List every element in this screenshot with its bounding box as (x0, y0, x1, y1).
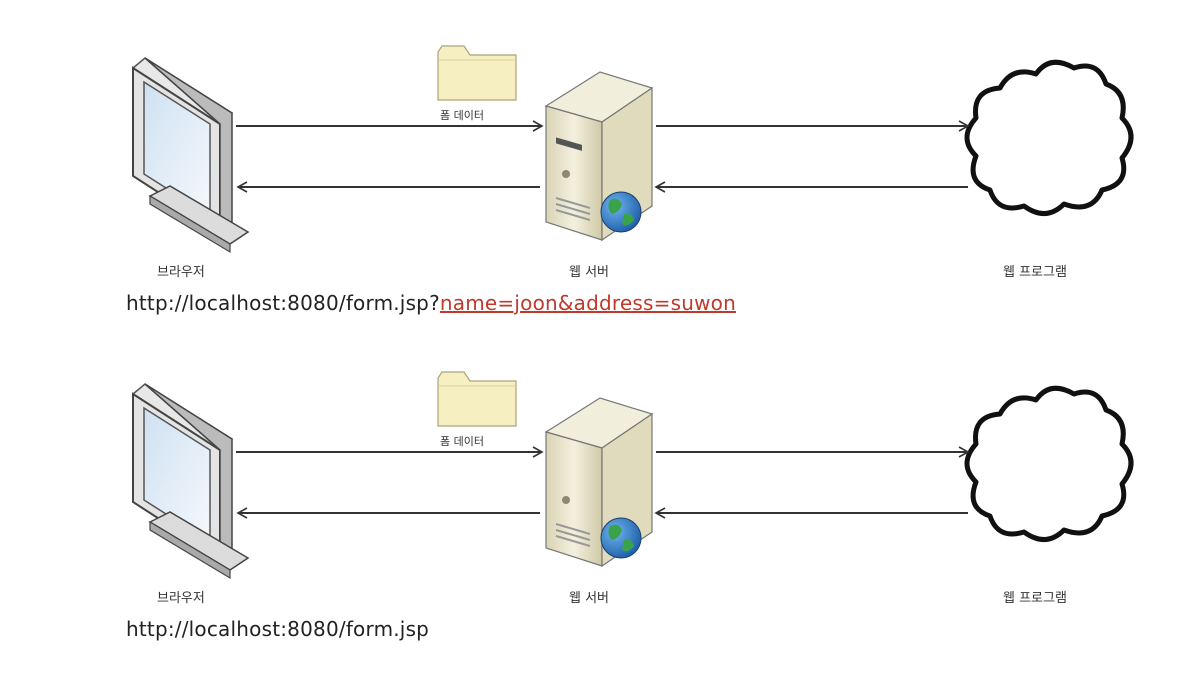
server-icon (544, 71, 654, 242)
globe-icon (600, 517, 642, 559)
post-request-panel: 폼 데이터 브라우저 웹 서버 웹 프로그램 http://localhost:… (0, 326, 1196, 663)
form-data-label: 폼 데이터 (440, 109, 484, 122)
request-arrows (236, 120, 970, 193)
folder-icon (437, 371, 517, 427)
url-base: http://localhost:8080/form.jsp? (126, 291, 440, 315)
folder-icon (437, 45, 517, 101)
web-program-label: 웹 프로그램 (1003, 265, 1067, 280)
web-server-label: 웹 서버 (569, 591, 610, 606)
post-url: http://localhost:8080/form.jsp (126, 617, 429, 641)
monitor-icon (131, 383, 250, 580)
web-program-label: 웹 프로그램 (1003, 591, 1067, 606)
get-diagram-graphic (131, 45, 1134, 254)
post-diagram-graphic (131, 371, 1134, 580)
monitor-icon (131, 57, 250, 254)
form-data-label: 폼 데이터 (440, 435, 484, 448)
browser-label: 브라우저 (157, 591, 205, 606)
request-arrows (236, 446, 970, 519)
get-request-panel: 폼 데이터 브라우저 웹 서버 웹 프로그램 http://localhost:… (126, 45, 1134, 315)
browser-label: 브라우저 (157, 265, 205, 280)
cloud-icon (964, 59, 1134, 216)
get-url: http://localhost:8080/form.jsp?name=joon… (126, 291, 736, 315)
url-base: http://localhost:8080/form.jsp (126, 617, 430, 641)
query-string: name=joon&address=suwon (439, 291, 736, 315)
web-server-label: 웹 서버 (569, 265, 610, 280)
globe-icon (600, 191, 642, 233)
cloud-icon (964, 385, 1134, 542)
